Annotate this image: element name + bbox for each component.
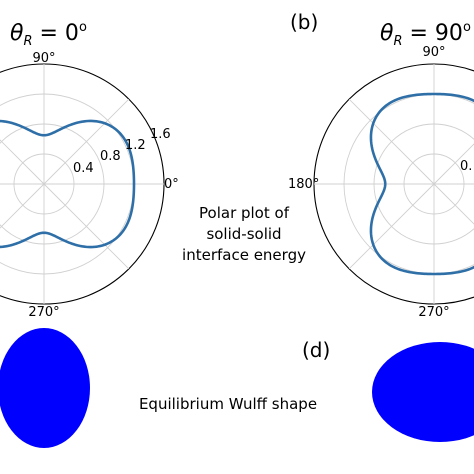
polar-a-energy-curve <box>0 119 136 249</box>
polar-a-radial-label-1.2: 1.2 <box>125 138 146 153</box>
polar-a-angle-label-90: 90° <box>32 51 55 66</box>
polar-b-spoke-315 <box>433 183 474 225</box>
polar-b-title-degree: o <box>463 20 471 35</box>
polar-a-curve-group <box>0 119 136 249</box>
polar-a-title-subscript: R <box>23 34 32 49</box>
polar-a-angle-label-270: 270° <box>28 305 59 320</box>
polar-a-spoke-45 <box>43 98 130 185</box>
polar-a-title-degree: o <box>79 20 87 35</box>
polar-a-spoke-135 <box>0 139 45 185</box>
polar-a-grid <box>0 63 165 305</box>
wulff-caption: Equilibrium Wulff shape <box>139 395 317 413</box>
polar-b-radial-label-partial: 0. <box>460 159 472 174</box>
polar-b-angle-label-270: 270° <box>418 305 449 320</box>
polar-b-spoke-135 <box>348 98 435 185</box>
polar-b-title-symbol: θ <box>380 21 394 46</box>
polar-b-title-value: = 90 <box>403 21 463 46</box>
polar-caption-line-3: interface energy <box>182 246 306 264</box>
panel-label-b: (b) <box>290 10 318 34</box>
panel-label-d: (d) <box>302 338 330 362</box>
polar-plot-b: 90° 180° 270° 0. <box>288 45 474 320</box>
polar-b-energy-curve <box>369 92 474 276</box>
wulff-shape-c <box>0 328 90 448</box>
polar-a-spoke-225 <box>0 183 45 229</box>
polar-b-title-subscript: R <box>393 34 402 49</box>
polar-caption-line-1: Polar plot of <box>199 204 290 222</box>
polar-a-title: θR = 0o <box>10 20 87 49</box>
polar-a-radial-label-0.4: 0.4 <box>73 161 94 176</box>
polar-caption-line-2: solid-solid <box>206 225 281 243</box>
polar-b-title: θR = 90o <box>380 20 471 49</box>
polar-a-radial-label-0.8: 0.8 <box>100 149 121 164</box>
wulff-shape-d <box>372 342 474 442</box>
polar-a-angle-label-0: 0° <box>164 177 179 192</box>
polar-a-title-value: = 0 <box>33 21 79 46</box>
polar-b-spoke-225 <box>348 183 435 270</box>
polar-a-spoke-315 <box>43 183 130 270</box>
polar-plot-a: 90° 0° 270° 0.4 0.8 1.2 1.6 <box>0 51 179 320</box>
polar-a-radial-label-1.6: 1.6 <box>150 127 171 142</box>
polar-b-angle-label-180: 180° <box>288 177 319 192</box>
polar-b-curve-group <box>369 92 474 276</box>
polar-b-spoke-45 <box>433 143 474 185</box>
polar-a-title-symbol: θ <box>10 21 24 46</box>
polar-b-angle-label-90: 90° <box>422 45 445 60</box>
